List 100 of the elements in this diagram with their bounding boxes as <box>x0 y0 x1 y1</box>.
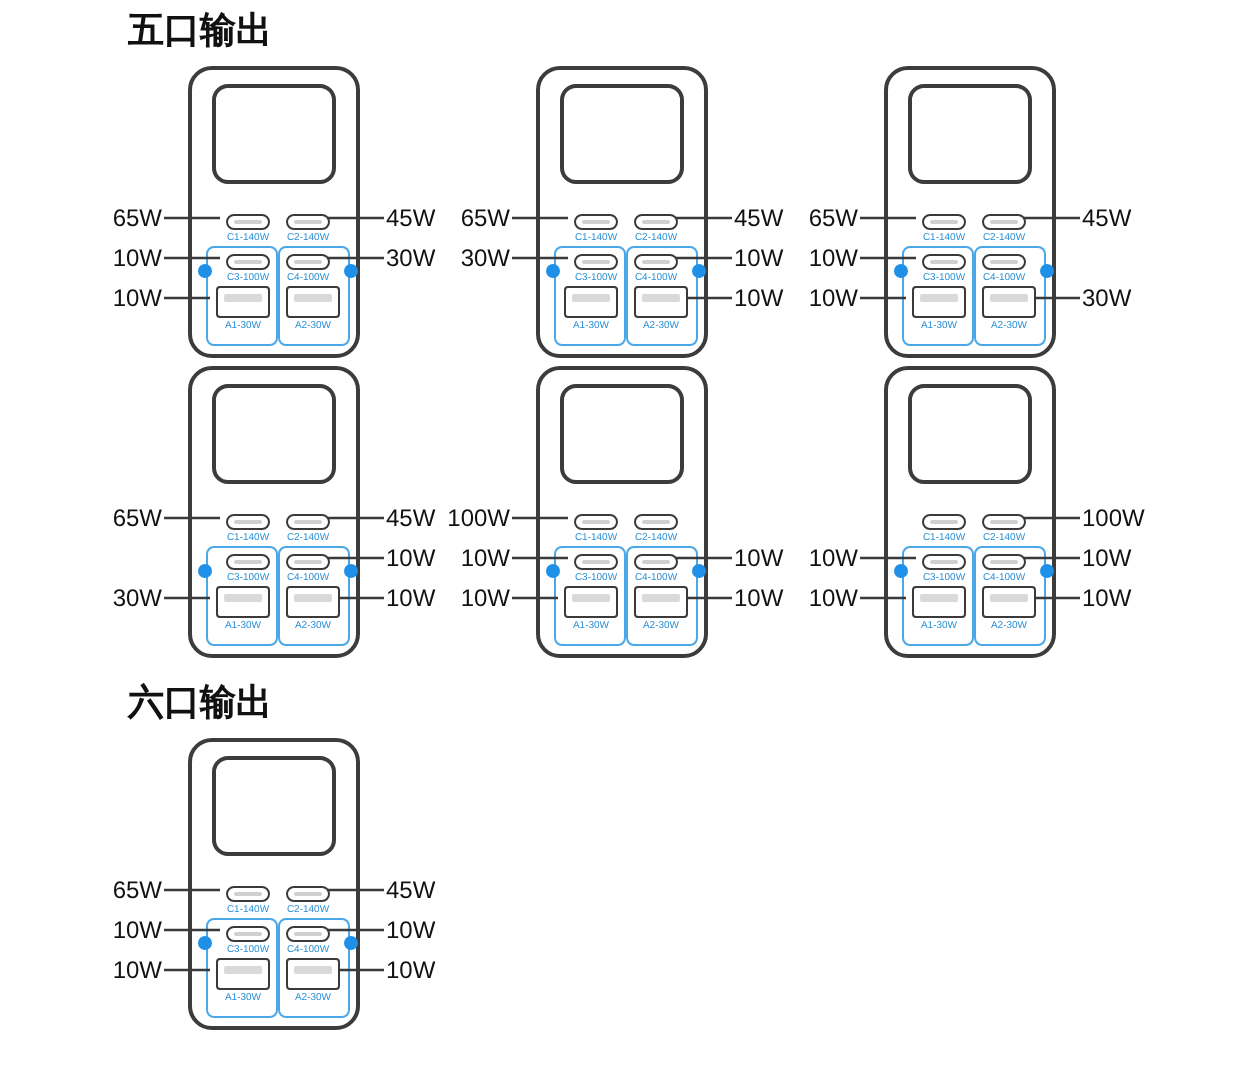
leader-line <box>676 556 732 560</box>
wattage-label: 100W <box>447 504 510 532</box>
section-heading: 五口输出 <box>128 8 272 52</box>
usb-c-port <box>286 254 330 270</box>
leader-line <box>338 968 384 972</box>
usb-a-port <box>216 286 270 318</box>
usb-c-port <box>226 926 270 942</box>
wattage-label: 65W <box>460 204 510 232</box>
wattage-label: 30W <box>386 244 436 272</box>
leader-line <box>686 596 732 600</box>
wattage-label: 10W <box>808 244 858 272</box>
leader-line <box>860 596 906 600</box>
usb-c-port <box>982 554 1026 570</box>
usb-a-port <box>912 586 966 618</box>
leader-line <box>328 256 384 260</box>
usb-a-port <box>982 586 1036 618</box>
wattage-label: 30W <box>460 244 510 272</box>
usb-c-port <box>982 214 1026 230</box>
usb-c-port <box>226 514 270 530</box>
usb-c-port <box>286 886 330 902</box>
leader-line <box>164 888 220 892</box>
usb-c-port <box>634 254 678 270</box>
usb-a-port <box>286 286 340 318</box>
charger-body <box>188 738 360 1030</box>
leader-line <box>328 556 384 560</box>
wattage-label: 10W <box>112 916 162 944</box>
leader-line <box>164 596 210 600</box>
usb-c-port <box>574 254 618 270</box>
leader-line <box>164 216 220 220</box>
wattage-label: 65W <box>112 876 162 904</box>
wattage-label: 65W <box>112 204 162 232</box>
usb-c-port <box>286 554 330 570</box>
usb-c-port <box>226 214 270 230</box>
usb-c-port <box>226 886 270 902</box>
section-heading: 六口输出 <box>128 680 272 724</box>
leader-line <box>1024 556 1080 560</box>
wattage-label: 10W <box>1082 544 1132 572</box>
leader-line <box>338 596 384 600</box>
wattage-label: 10W <box>386 584 436 612</box>
usb-c-port <box>922 554 966 570</box>
leader-line <box>860 296 906 300</box>
usb-c-port <box>574 554 618 570</box>
leader-line <box>164 256 220 260</box>
usb-c-port <box>982 254 1026 270</box>
wattage-label: 10W <box>112 956 162 984</box>
usb-c-port <box>226 554 270 570</box>
wattage-label: 45W <box>386 876 436 904</box>
leader-line <box>860 256 916 260</box>
leader-line <box>860 216 916 220</box>
usb-c-port <box>286 214 330 230</box>
wattage-label: 100W <box>1082 504 1145 532</box>
usb-a-port <box>634 586 688 618</box>
leader-line <box>1024 216 1080 220</box>
leader-line <box>1034 296 1080 300</box>
usb-c-port <box>634 554 678 570</box>
usb-a-port <box>564 286 618 318</box>
leader-line <box>328 216 384 220</box>
wattage-label: 30W <box>112 584 162 612</box>
leader-line <box>512 216 568 220</box>
charger-body <box>188 66 360 358</box>
leader-line <box>860 556 916 560</box>
wattage-label: 10W <box>386 544 436 572</box>
usb-c-port <box>922 254 966 270</box>
wattage-label: 45W <box>386 204 436 232</box>
usb-c-port <box>286 514 330 530</box>
leader-line <box>686 296 732 300</box>
wattage-label: 10W <box>808 544 858 572</box>
wattage-label: 10W <box>734 244 784 272</box>
usb-a-port <box>216 958 270 990</box>
wattage-label: 10W <box>734 284 784 312</box>
usb-a-port <box>286 586 340 618</box>
usb-c-port <box>226 254 270 270</box>
usb-c-port <box>634 214 678 230</box>
usb-c-port <box>286 926 330 942</box>
usb-c-port <box>922 214 966 230</box>
usb-c-port <box>574 514 618 530</box>
leader-line <box>1034 596 1080 600</box>
leader-line <box>164 968 210 972</box>
leader-line <box>328 928 384 932</box>
wattage-label: 10W <box>386 916 436 944</box>
usb-a-port <box>912 286 966 318</box>
usb-a-port <box>564 586 618 618</box>
charger-body <box>536 66 708 358</box>
leader-line <box>328 516 384 520</box>
wattage-label: 10W <box>734 584 784 612</box>
usb-a-port <box>982 286 1036 318</box>
wattage-label: 65W <box>808 204 858 232</box>
wattage-label: 30W <box>1082 284 1132 312</box>
wattage-label: 10W <box>808 284 858 312</box>
wattage-label: 45W <box>386 504 436 532</box>
leader-line <box>164 928 220 932</box>
wattage-label: 10W <box>112 244 162 272</box>
wattage-label: 10W <box>386 956 436 984</box>
wattage-label: 65W <box>112 504 162 532</box>
wattage-label: 10W <box>808 584 858 612</box>
leader-line <box>512 516 568 520</box>
leader-line <box>676 216 732 220</box>
charger-body <box>884 366 1056 658</box>
usb-a-port <box>216 586 270 618</box>
usb-a-port <box>286 958 340 990</box>
